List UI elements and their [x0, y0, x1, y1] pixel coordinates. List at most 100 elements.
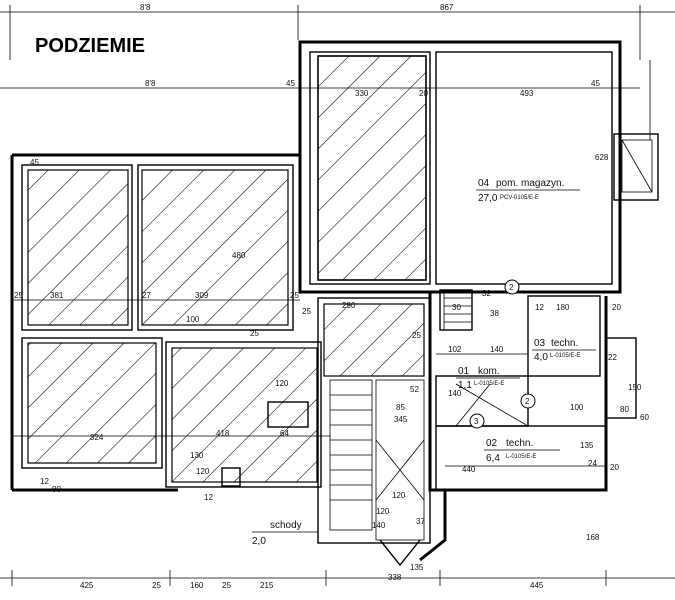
staircase — [329, 289, 529, 567]
dim-upper-45a: 45 — [286, 79, 295, 88]
room-02-code: L-0105/E-E — [506, 454, 536, 460]
room-03: 03 techn. 4,0 L-0105/E-E — [532, 338, 596, 363]
dim-30: 30 — [452, 303, 461, 312]
dim-140b: 140 — [372, 521, 386, 530]
room-01-area: 1,1 — [458, 380, 472, 391]
dim-bottom-338: 338 — [388, 573, 402, 582]
room-02-name: techn. — [506, 438, 533, 449]
dim-102: 102 — [448, 345, 462, 354]
dim-12c: 12 — [204, 493, 213, 502]
dim-168: 168 — [586, 533, 600, 542]
marker-2b: 2 — [520, 393, 536, 409]
dim-38: 38 — [490, 309, 499, 318]
dim-418: 418 — [216, 429, 230, 438]
room-02-area: 6,4 — [486, 453, 500, 464]
dim-bottom-135: 135 — [410, 563, 424, 572]
dim-store-width: 493 — [520, 89, 534, 98]
dim-bottom-160: 160 — [190, 581, 204, 590]
dim-120b: 120 — [196, 467, 210, 476]
dim-80: 80 — [52, 485, 61, 494]
dim-120d: 120 — [376, 507, 390, 516]
dim-upper-45b: 45 — [591, 79, 600, 88]
bottom-dimension-line — [0, 570, 675, 586]
marker-2a: 2 — [504, 279, 520, 295]
niche — [267, 401, 309, 428]
dim-150: 150 — [628, 383, 642, 392]
dim-upper-left: 8'8 — [145, 79, 156, 88]
svg-text:3: 3 — [474, 417, 479, 426]
dim-440: 440 — [462, 465, 476, 474]
dim-100: 100 — [186, 315, 200, 324]
dim-324: 324 — [90, 433, 104, 442]
room-01-number: 01 — [458, 366, 470, 377]
room-schody-area: 2,0 — [252, 536, 266, 547]
inner-dimensions: 381 309 27 25 25 25 25 480 100 290 25 32… — [12, 251, 649, 542]
dim-bottom-25b: 25 — [222, 581, 231, 590]
room-02-number: 02 — [486, 438, 498, 449]
room-04-name: pom. magazyn. — [496, 178, 564, 189]
hatched-zone-c — [27, 342, 157, 464]
hatched-zone-b — [141, 169, 289, 326]
dim-25a: 25 — [14, 291, 23, 300]
dim-140c: 140 — [448, 389, 462, 398]
dim-45-left: 45 — [30, 158, 39, 167]
plan-title: PODZIEMIE — [35, 35, 145, 57]
dim-bottom-425: 425 — [80, 581, 94, 590]
dim-12a: 12 — [535, 303, 544, 312]
dim-25e: 25 — [412, 331, 421, 340]
room-04-number: 04 — [478, 178, 490, 189]
dim-120c: 120 — [392, 491, 406, 500]
room-03-name: techn. — [551, 338, 578, 349]
room-03-number: 03 — [534, 338, 546, 349]
dim-32: 32 — [482, 289, 491, 298]
room-01: 01 kom. 1,1 L-0105/E-E — [456, 366, 520, 391]
dim-25d: 25 — [302, 307, 311, 316]
dim-25b: 25 — [290, 291, 299, 300]
dim-20a: 20 — [612, 303, 621, 312]
dim-top-total: 867 — [440, 3, 454, 12]
dim-100b: 100 — [570, 403, 584, 412]
dim-309: 309 — [195, 291, 209, 300]
dim-480: 480 — [232, 251, 246, 260]
column-small — [221, 467, 241, 487]
dim-85: 85 — [396, 403, 405, 412]
dim-130: 130 — [190, 451, 204, 460]
dim-37: 37 — [416, 517, 425, 526]
marker-3: 3 — [469, 413, 485, 429]
room-04-area: 27,0 — [478, 193, 498, 204]
dim-20b: 20 — [610, 463, 619, 472]
dim-bottom-445: 445 — [530, 581, 544, 590]
hatched-zone-e — [323, 303, 425, 377]
room-04: 04 pom. magazyn. 27,0 PCV-0105/E-E — [476, 178, 580, 204]
dim-bottom-215: 215 — [260, 581, 274, 590]
hatched-zone-d — [171, 347, 318, 483]
dim-64: 64 — [280, 429, 289, 438]
dim-80b: 80 — [620, 405, 629, 414]
room-01-code: L-0105/E-E — [474, 381, 504, 387]
dim-22: 22 — [608, 353, 617, 362]
dim-24: 24 — [588, 459, 597, 468]
dim-12b: 12 — [40, 477, 49, 486]
hatched-zone-upper — [317, 55, 427, 281]
dim-27: 27 — [142, 291, 151, 300]
dim-120a: 120 — [275, 379, 289, 388]
room-03-area: 4,0 — [534, 352, 548, 363]
room-03-code: L-0105/E-E — [550, 353, 580, 359]
room-04-code: PCV-0105/E-E — [500, 195, 539, 201]
dim-top-left: 8'8 — [140, 3, 151, 12]
room-schody: schody 2,0 — [252, 520, 318, 547]
dim-180: 180 — [556, 303, 570, 312]
svg-text:2: 2 — [509, 283, 514, 292]
dim-25c: 25 — [250, 329, 259, 338]
dim-bottom-25a: 25 — [152, 581, 161, 590]
dim-store-height: 628 — [595, 153, 609, 162]
dim-140: 140 — [490, 345, 504, 354]
svg-text:2: 2 — [525, 397, 530, 406]
dim-60: 60 — [640, 413, 649, 422]
dim-52: 52 — [410, 385, 419, 394]
window-right — [613, 133, 659, 201]
dim-135: 135 — [580, 441, 594, 450]
room-schody-name: schody — [270, 520, 302, 531]
